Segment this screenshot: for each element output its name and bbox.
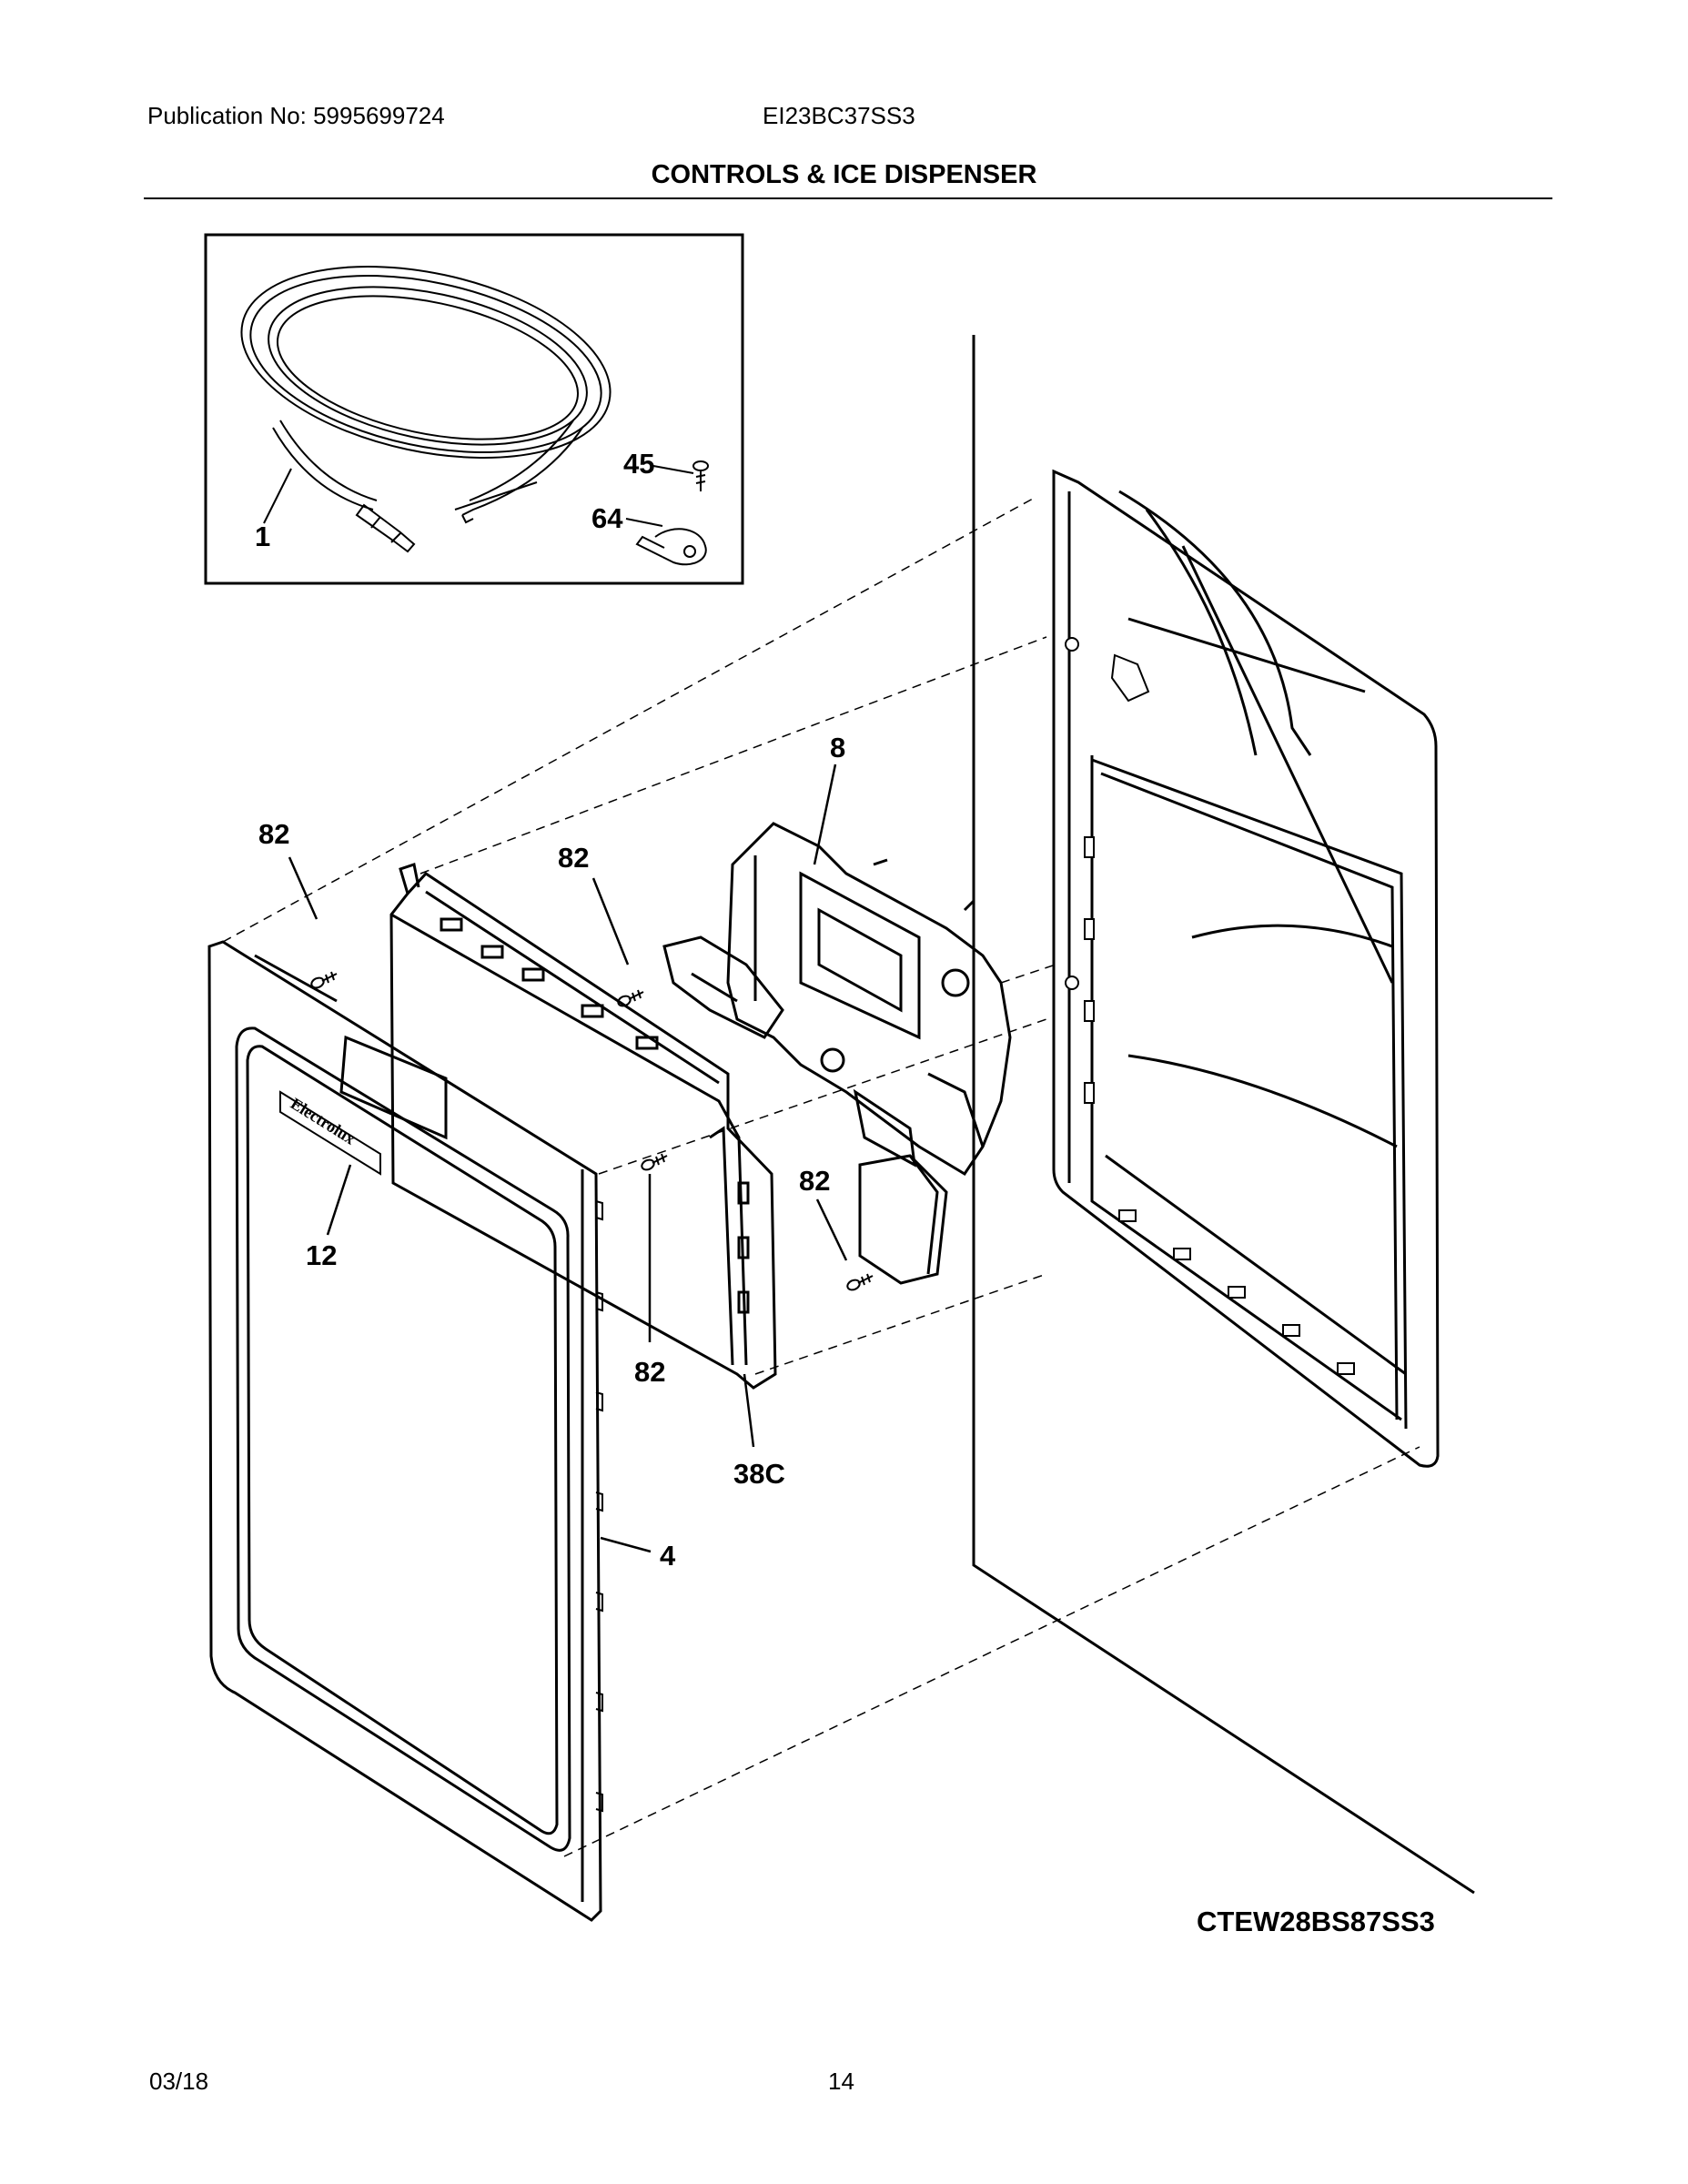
leader-lines xyxy=(288,763,848,1553)
footer-date: 03/18 xyxy=(149,2068,209,2095)
callout-8: 8 xyxy=(830,732,845,763)
clamp-screw xyxy=(692,460,709,491)
callout-64: 64 xyxy=(591,502,623,534)
leader-12 xyxy=(326,1164,352,1236)
leader-82-a xyxy=(288,856,318,920)
tube-fitting xyxy=(355,503,416,553)
panel-tabs xyxy=(595,1200,603,1813)
tube-end xyxy=(454,481,538,524)
leader-8 xyxy=(813,763,837,865)
screws xyxy=(310,971,874,1291)
leader-45 xyxy=(652,465,694,474)
freezer-door-outline xyxy=(972,335,1475,1895)
callout-1: 1 xyxy=(255,521,270,552)
callout-82-b: 82 xyxy=(558,842,589,874)
leader-82-b xyxy=(591,877,630,966)
leader-64 xyxy=(625,518,663,527)
callout-4: 4 xyxy=(660,1540,676,1572)
screw-82-a xyxy=(310,971,338,989)
leader-4 xyxy=(600,1536,652,1553)
leader-38c xyxy=(743,1373,755,1448)
water-tube-coil xyxy=(240,266,612,516)
leader-82-d xyxy=(815,1198,848,1261)
page-title: CONTROLS & ICE DISPENSER xyxy=(651,160,1037,189)
callouts: 1 45 64 8 82 82 82 12 82 38C 4 xyxy=(255,448,845,1572)
alignment-lines xyxy=(222,498,1420,1857)
callout-45: 45 xyxy=(623,448,654,480)
display-window xyxy=(339,1035,448,1140)
door-trim-panel xyxy=(207,940,603,1922)
dispenser-housing xyxy=(1052,469,1440,1468)
callout-82-c: 82 xyxy=(634,1356,665,1388)
leader-1 xyxy=(263,468,292,524)
screw-82-b xyxy=(617,989,644,1007)
tube-clamp xyxy=(635,528,707,566)
inset-box xyxy=(204,233,744,585)
callout-12: 12 xyxy=(306,1239,337,1271)
dispenser-actuator xyxy=(662,822,1012,1285)
model-number: EI23BC37SS3 xyxy=(763,102,915,129)
screw-82-c xyxy=(641,1153,668,1171)
page-number: 14 xyxy=(828,2068,854,2095)
screw-82-d xyxy=(846,1273,874,1291)
brand-badge: Electrolux xyxy=(279,1090,381,1176)
callout-82-d: 82 xyxy=(799,1165,830,1197)
control-board xyxy=(389,863,777,1390)
publication-number: Publication No: 5995699724 xyxy=(147,102,445,129)
model-tag: CTEW28BS87SS3 xyxy=(1197,1906,1435,1937)
housing-tabs xyxy=(1065,637,1355,1375)
brand-badge-text: Electrolux xyxy=(288,1094,359,1148)
callout-38c: 38C xyxy=(733,1458,785,1490)
header-rule xyxy=(144,197,1552,199)
callout-82-a: 82 xyxy=(258,818,289,850)
